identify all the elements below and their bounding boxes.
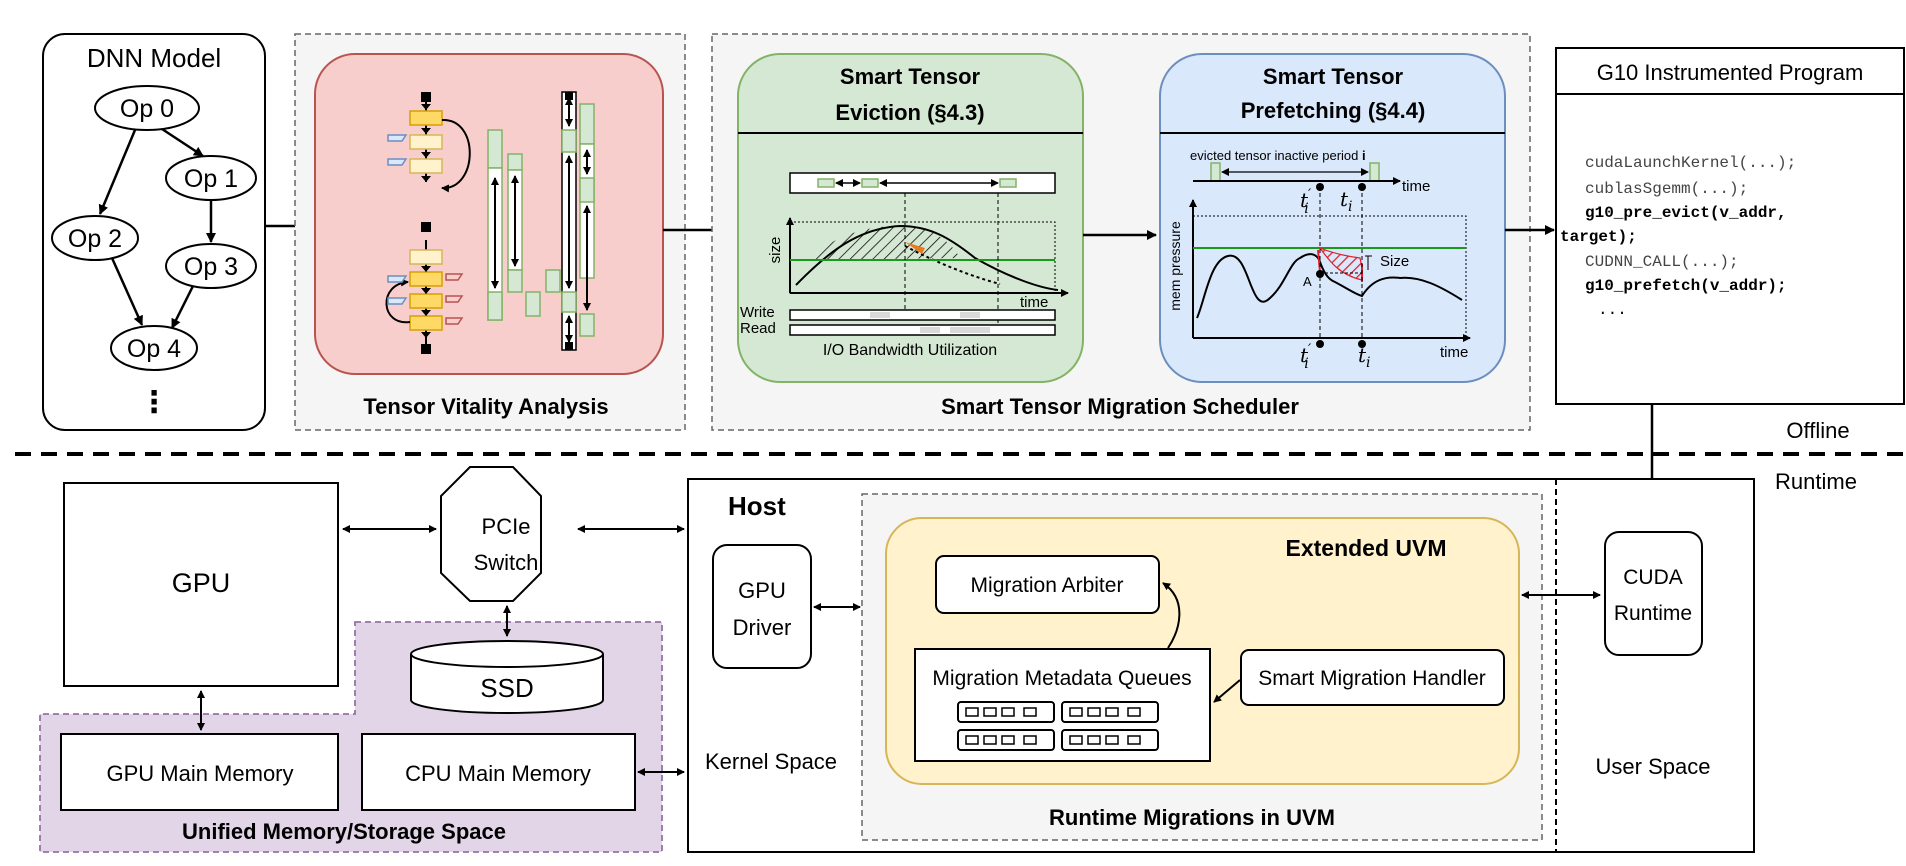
op-label: Op 4 — [127, 335, 181, 363]
ssd-cylinder: SSD — [410, 640, 604, 714]
runtime-label: Runtime — [1775, 469, 1857, 494]
pcie-line1: PCIe — [482, 514, 531, 539]
extended-uvm-box: Extended UVM Migration Arbiter Migration… — [885, 517, 1520, 785]
flow-arrow — [1162, 582, 1181, 649]
op-graph: Op 0 Op 1 Op 2 Op 3 Op 4 ⋮ — [51, 85, 257, 419]
user-space-label: User Space — [1596, 754, 1711, 779]
t-prime-bottom: t′i — [1300, 342, 1312, 372]
host-title: Host — [728, 491, 786, 521]
cuda-runtime-box: CUDA Runtime — [1604, 531, 1703, 656]
code-line: target); — [1560, 228, 1637, 246]
gpu-main-memory: GPU Main Memory — [60, 733, 339, 811]
gpu-driver-line2: Driver — [733, 615, 792, 640]
prefetch-time-top: time — [1402, 178, 1430, 195]
code-line: g10_prefetch(v_addr); — [1585, 277, 1787, 295]
migration-scheduler-panel: Smart Tensor Migration Scheduler Smart T… — [711, 33, 1531, 431]
dnn-model-title: DNN Model — [87, 43, 221, 73]
tensor-vitality-panel: Tensor Vitality Analysis — [294, 33, 686, 431]
arbiter-label: Migration Arbiter — [971, 574, 1124, 597]
op-node — [51, 215, 139, 261]
gpu-driver-box: GPU Driver — [712, 544, 812, 669]
uvm-caption: Runtime Migrations in UVM — [1049, 805, 1335, 830]
cuda-runtime-line1: CUDA — [1623, 566, 1683, 589]
code-line: g10_pre_evict(v_addr, — [1585, 204, 1787, 222]
tensor-lifetime-bars-icon — [487, 91, 595, 351]
prefetch-time-bottom: time — [1440, 344, 1468, 361]
eviction-box: Smart Tensor Eviction (§4.3) size time — [737, 53, 1084, 383]
operator-stack-icon — [387, 92, 471, 232]
gpu-box: GPU — [63, 482, 339, 687]
code-line: cublasSgemm(...); — [1585, 180, 1748, 198]
gpu-label: GPU — [172, 568, 231, 598]
operator-stack-icon — [385, 240, 464, 354]
op-label: Op 0 — [120, 95, 174, 123]
size-label: Size — [1380, 253, 1409, 270]
inactive-period-label: evicted tensor inactive period i — [1190, 148, 1366, 163]
prefetch-title-line2: Prefetching (§4.4) — [1241, 98, 1426, 123]
more-ops-ellipsis: ⋮ — [139, 386, 169, 419]
program-code: cudaLaunchKernel(...); cublasSgemm(...);… — [1560, 154, 1796, 319]
prefetching-box: Smart Tensor Prefetching (§4.4) evicted … — [1159, 53, 1506, 383]
migration-metadata-queues: Migration Metadata Queues — [914, 648, 1211, 762]
program-title: G10 Instrumented Program — [1597, 60, 1864, 85]
pcie-line2: Switch — [474, 550, 539, 575]
t-i-top: ti — [1340, 187, 1353, 215]
gpu-driver-line1: GPU — [738, 578, 786, 603]
op-node — [94, 85, 200, 131]
op-label: Op 2 — [68, 225, 122, 253]
eviction-axis-size: size — [767, 237, 784, 264]
tva-label: Tensor Vitality Analysis — [363, 394, 608, 419]
prefetch-axis-mem: mem pressure — [1167, 221, 1183, 311]
code-line: CUDNN_CALL(...); — [1585, 253, 1739, 271]
queue-icon — [957, 701, 1159, 751]
gpu-mem-label: GPU Main Memory — [106, 761, 293, 786]
cpu-mem-label: CPU Main Memory — [405, 761, 591, 786]
eviction-axis-time: time — [1020, 294, 1048, 311]
unified-memory-label: Unified Memory/Storage Space — [182, 819, 506, 844]
eviction-title-line2: Eviction (§4.3) — [835, 100, 984, 125]
eviction-title-line1: Smart Tensor — [840, 64, 981, 89]
eviction-read-label: Read — [740, 320, 776, 337]
scheduler-label: Smart Tensor Migration Scheduler — [941, 394, 1299, 419]
ssd-label: SSD — [480, 673, 533, 703]
op-label: Op 1 — [184, 165, 238, 193]
kernel-space-label: Kernel Space — [705, 749, 837, 774]
smart-migration-handler: Smart Migration Handler — [1240, 649, 1505, 706]
eviction-caption: I/O Bandwidth Utilization — [823, 342, 997, 359]
point-a-label: A — [1303, 274, 1312, 289]
code-line: ... — [1598, 301, 1627, 319]
op-node — [165, 243, 257, 289]
dnn-model-panel: DNN Model Op 0 Op 1 Op 2 Op 3 Op 4 ⋮ — [42, 33, 266, 431]
pcie-switch: PCIe Switch — [440, 466, 542, 602]
cpu-main-memory: CPU Main Memory — [361, 733, 636, 811]
offline-label: Offline — [1786, 418, 1849, 443]
uvm-title: Extended UVM — [1285, 535, 1446, 561]
t-i-bottom: ti — [1358, 343, 1371, 371]
flow-arrow — [1213, 679, 1241, 703]
t-prime-top: t′i — [1300, 187, 1312, 217]
code-line: cudaLaunchKernel(...); — [1585, 154, 1796, 172]
op-node — [110, 325, 198, 371]
queues-label: Migration Metadata Queues — [932, 667, 1191, 690]
migration-arbiter: Migration Arbiter — [935, 555, 1160, 614]
eviction-write-label: Write — [740, 304, 775, 321]
prefetch-title-line1: Smart Tensor — [1263, 64, 1404, 89]
cuda-runtime-line2: Runtime — [1614, 602, 1692, 625]
handler-label: Smart Migration Handler — [1258, 667, 1486, 690]
op-label: Op 3 — [184, 253, 238, 281]
instrumented-program-panel: G10 Instrumented Program cudaLaunchKerne… — [1555, 47, 1905, 405]
